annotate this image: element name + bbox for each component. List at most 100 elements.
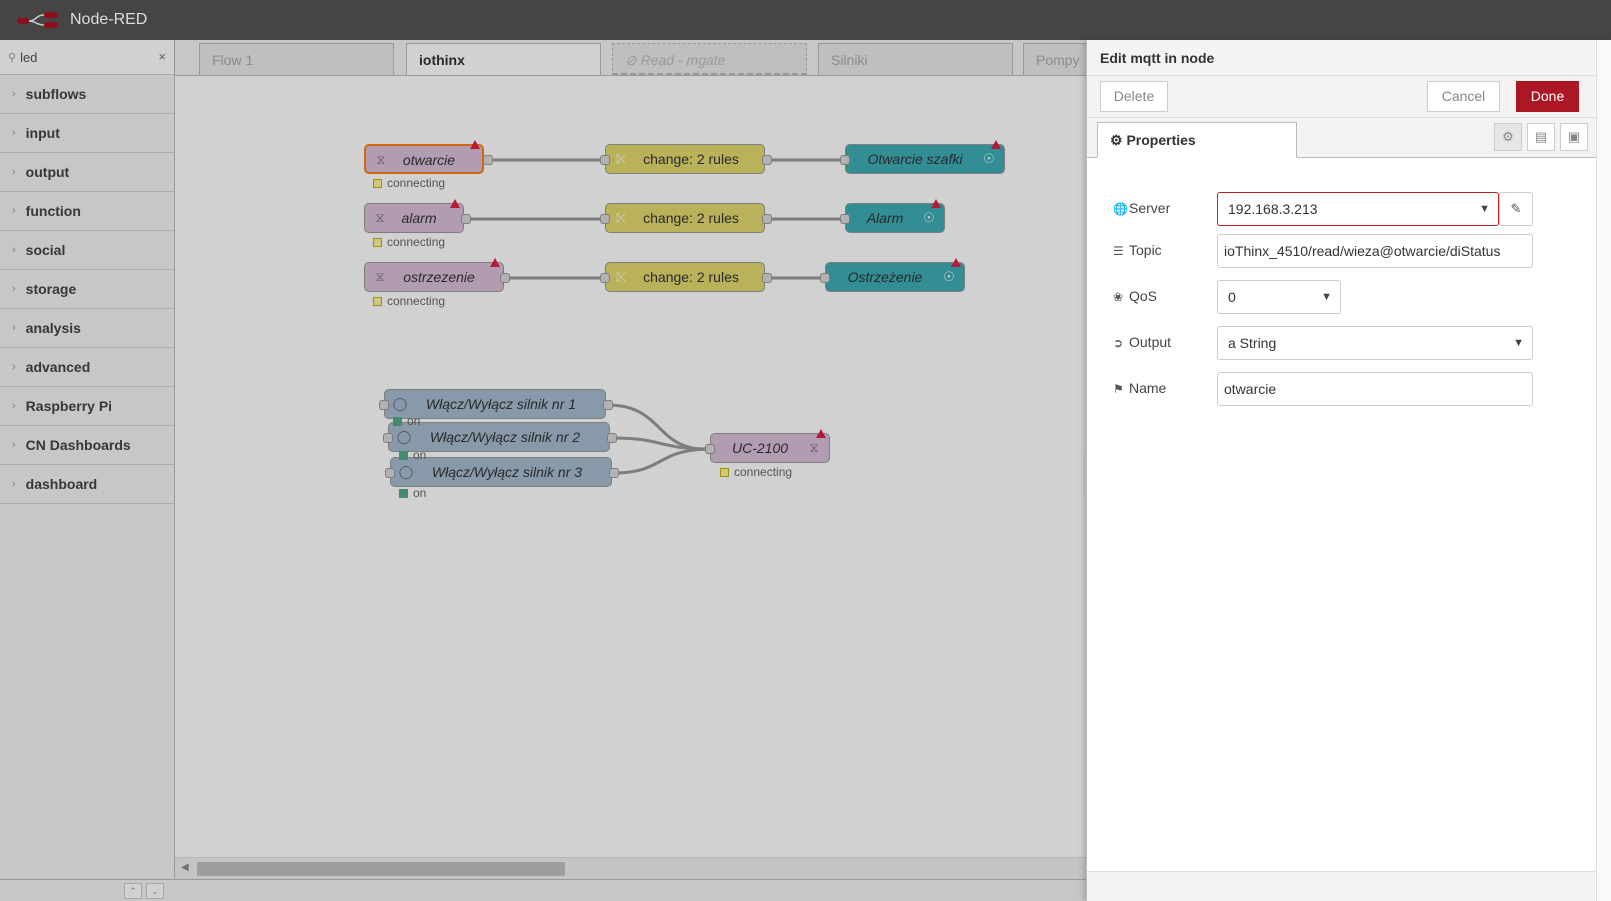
tab-read-mgate[interactable]: ⊘ Read - mgate [612,43,807,75]
palette-category-cn-dashboards[interactable]: ›CN Dashboards [0,426,174,465]
mqtt-out-node-uc-2100[interactable]: UC-2100 ⧖ [710,433,830,463]
name-input[interactable]: otwarcie [1217,372,1533,406]
led-node-alarm[interactable]: Alarm ☉ [845,203,945,233]
scroll-left-icon[interactable]: ◀ [181,862,189,873]
palette-category-output[interactable]: ›output [0,153,174,192]
output-port[interactable] [603,400,613,410]
edit-server-button[interactable]: ✎ [1499,192,1533,226]
app-header: Node-RED [0,0,1611,40]
scrollbar-thumb[interactable] [197,862,565,876]
tab-properties[interactable]: ⚙ Properties [1097,122,1297,158]
change-node-3[interactable]: ⤪ change: 2 rules [605,262,765,292]
wires [467,158,847,475]
output-port[interactable] [762,214,772,224]
chevron-right-icon: › [12,127,16,139]
mqtt-in-node-alarm[interactable]: ⧖ alarm [364,203,464,233]
category-label: storage [25,281,77,297]
output-port[interactable] [609,468,619,478]
label-text: Server [1129,200,1171,216]
warning-triangle-icon [931,199,941,208]
palette-category-function[interactable]: ›function [0,192,174,231]
cancel-button[interactable]: Cancel [1427,81,1500,112]
node-settings-icon[interactable]: ⚙ [1494,123,1522,151]
horizontal-scrollbar[interactable]: ◀ [175,857,1086,879]
status-text: connecting [387,176,446,190]
switch-node-silnik-2[interactable]: ◯ Włącz/Wyłącz silnik nr 2 [388,422,610,452]
mqtt-icon: ⧖ [375,210,385,225]
input-value: ioThinx_4510/read/wieza@otwarcie/diStatu… [1224,243,1501,259]
category-label: Raspberry Pi [25,398,113,414]
topic-input[interactable]: ioThinx_4510/read/wieza@otwarcie/diStatu… [1217,234,1533,268]
palette-category-analysis[interactable]: ›analysis [0,309,174,348]
appearance-icon[interactable]: ▣ [1560,123,1588,151]
tag-icon: ⚑ [1113,382,1124,396]
category-label: input [25,125,60,141]
node-label: UC-2100 [731,440,789,456]
mqtt-in-node-ostrzezenie[interactable]: ⧖ ostrzezenie [364,262,504,292]
input-port[interactable] [385,468,395,478]
switch-node-silnik-3[interactable]: ◯ Włącz/Wyłącz silnik nr 3 [390,457,612,487]
input-port[interactable] [600,214,610,224]
toggle-icon: ◯ [392,396,408,411]
qos-select[interactable]: 0 ▼ [1217,280,1341,314]
node-status: connecting [720,465,792,479]
palette-category-subflows[interactable]: ›subflows [0,75,174,114]
input-port[interactable] [705,444,715,454]
palette-category-input[interactable]: › input [0,114,174,153]
node-status: on [399,486,426,500]
server-select[interactable]: 192.168.3.213 ▼ [1217,192,1499,226]
node-status: on [393,414,420,428]
node-status: on [399,448,426,462]
switch-node-silnik-1[interactable]: ◯ Włącz/Wyłącz silnik nr 1 [384,389,606,419]
palette-category-advanced[interactable]: ›advanced [0,348,174,387]
palette-category-dashboard[interactable]: ›dashboard [0,465,174,504]
status-text: on [407,414,421,428]
status-text: connecting [734,465,793,479]
output-port[interactable] [483,155,493,165]
label-text: Name [1129,380,1167,396]
change-node-2[interactable]: ⤪ change: 2 rules [605,203,765,233]
input-port[interactable] [840,214,850,224]
tab-flow-1[interactable]: Flow 1 [199,43,394,75]
node-red-logo-icon [16,10,60,30]
flow-canvas[interactable]: ⧖ otwarcie connecting ⤪ change: 2 rules … [175,76,1086,901]
clear-search-icon[interactable]: × [158,49,166,64]
node-label: Otwarcie szafki [867,151,963,167]
select-value: 192.168.3.213 [1228,201,1318,217]
description-icon[interactable]: ▤ [1527,123,1555,151]
chevron-right-icon: › [12,88,16,100]
node-label: alarm [401,210,437,226]
palette-search-input[interactable]: led [20,49,38,65]
output-port[interactable] [500,273,510,283]
expand-all-button[interactable]: ⌄ [146,883,164,899]
node-label: otwarcie [402,152,456,168]
tasks-icon: ☰ [1113,244,1124,258]
palette-search[interactable]: ⚲ led × [0,40,174,75]
tab-pompy[interactable]: Pompy [1023,43,1086,75]
mqtt-in-node-otwarcie[interactable]: ⧖ otwarcie [364,144,484,174]
input-port[interactable] [600,155,610,165]
output-port[interactable] [762,155,772,165]
led-node-ostrzezenie[interactable]: Ostrzeżenie ☉ [825,262,965,292]
output-select[interactable]: a String ▼ [1217,326,1533,360]
node-status: connecting [373,294,445,308]
palette-category-raspberry-pi[interactable]: › Raspberry Pi [0,387,174,426]
input-port[interactable] [600,273,610,283]
tab-silniki[interactable]: Silniki [818,43,1013,75]
input-port[interactable] [820,273,830,283]
palette-category-storage[interactable]: ›storage [0,270,174,309]
input-port[interactable] [379,400,389,410]
collapse-all-button[interactable]: ⌃ [124,883,142,899]
output-port[interactable] [461,214,471,224]
chevron-right-icon: › [12,400,16,412]
output-port[interactable] [607,433,617,443]
tray-resize-handle[interactable] [1083,450,1086,498]
output-port[interactable] [762,273,772,283]
done-button[interactable]: Done [1516,81,1579,112]
led-node-otwarcie-szafki[interactable]: Otwarcie szafki ☉ [845,144,1005,174]
input-port[interactable] [840,155,850,165]
palette-category-social[interactable]: ›social [0,231,174,270]
delete-button[interactable]: Delete [1100,81,1168,112]
input-port[interactable] [383,433,393,443]
tab-iothinx[interactable]: iothinx [406,43,601,75]
